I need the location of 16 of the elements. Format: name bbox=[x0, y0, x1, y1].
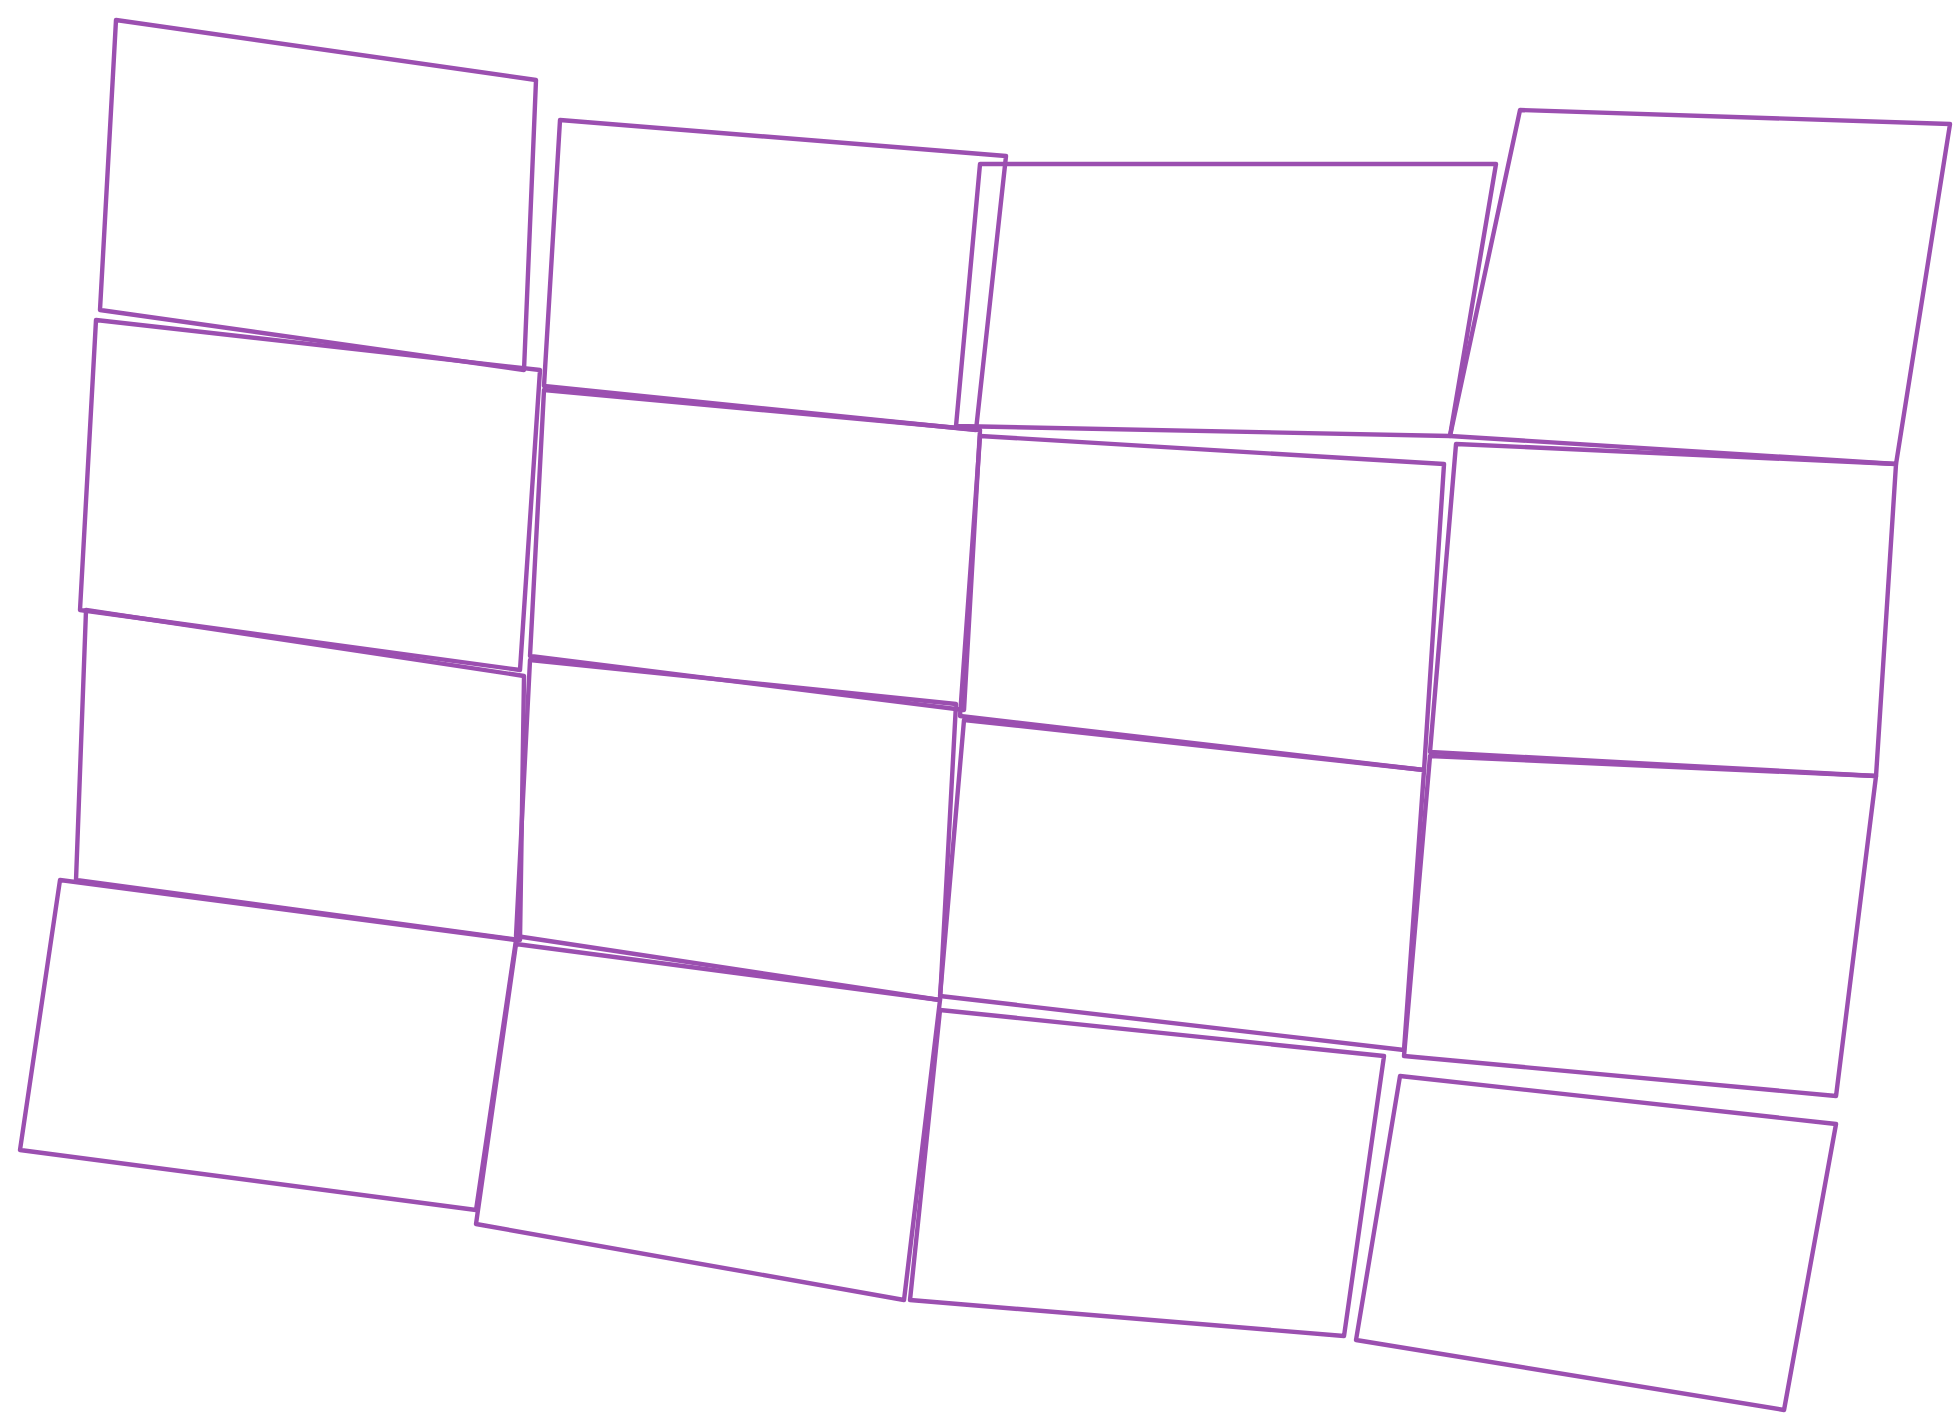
panel-outline bbox=[957, 433, 1447, 773]
panel-outline bbox=[541, 117, 1009, 433]
panel-outline bbox=[473, 941, 943, 1303]
panel-outline bbox=[1427, 441, 1899, 779]
panel-outline bbox=[907, 1007, 1387, 1339]
panel-outline bbox=[1447, 107, 1953, 467]
panel-outline bbox=[73, 607, 527, 943]
panel-outline bbox=[77, 317, 543, 673]
panel-outline bbox=[513, 657, 959, 1003]
panel-outline bbox=[17, 877, 519, 1213]
panel-outline bbox=[527, 387, 983, 713]
panel-outline bbox=[97, 17, 539, 373]
panel-outline bbox=[1401, 753, 1879, 1099]
panel-outline bbox=[953, 161, 1499, 439]
panel-outline bbox=[1353, 1073, 1839, 1413]
panel-outline bbox=[937, 717, 1427, 1053]
